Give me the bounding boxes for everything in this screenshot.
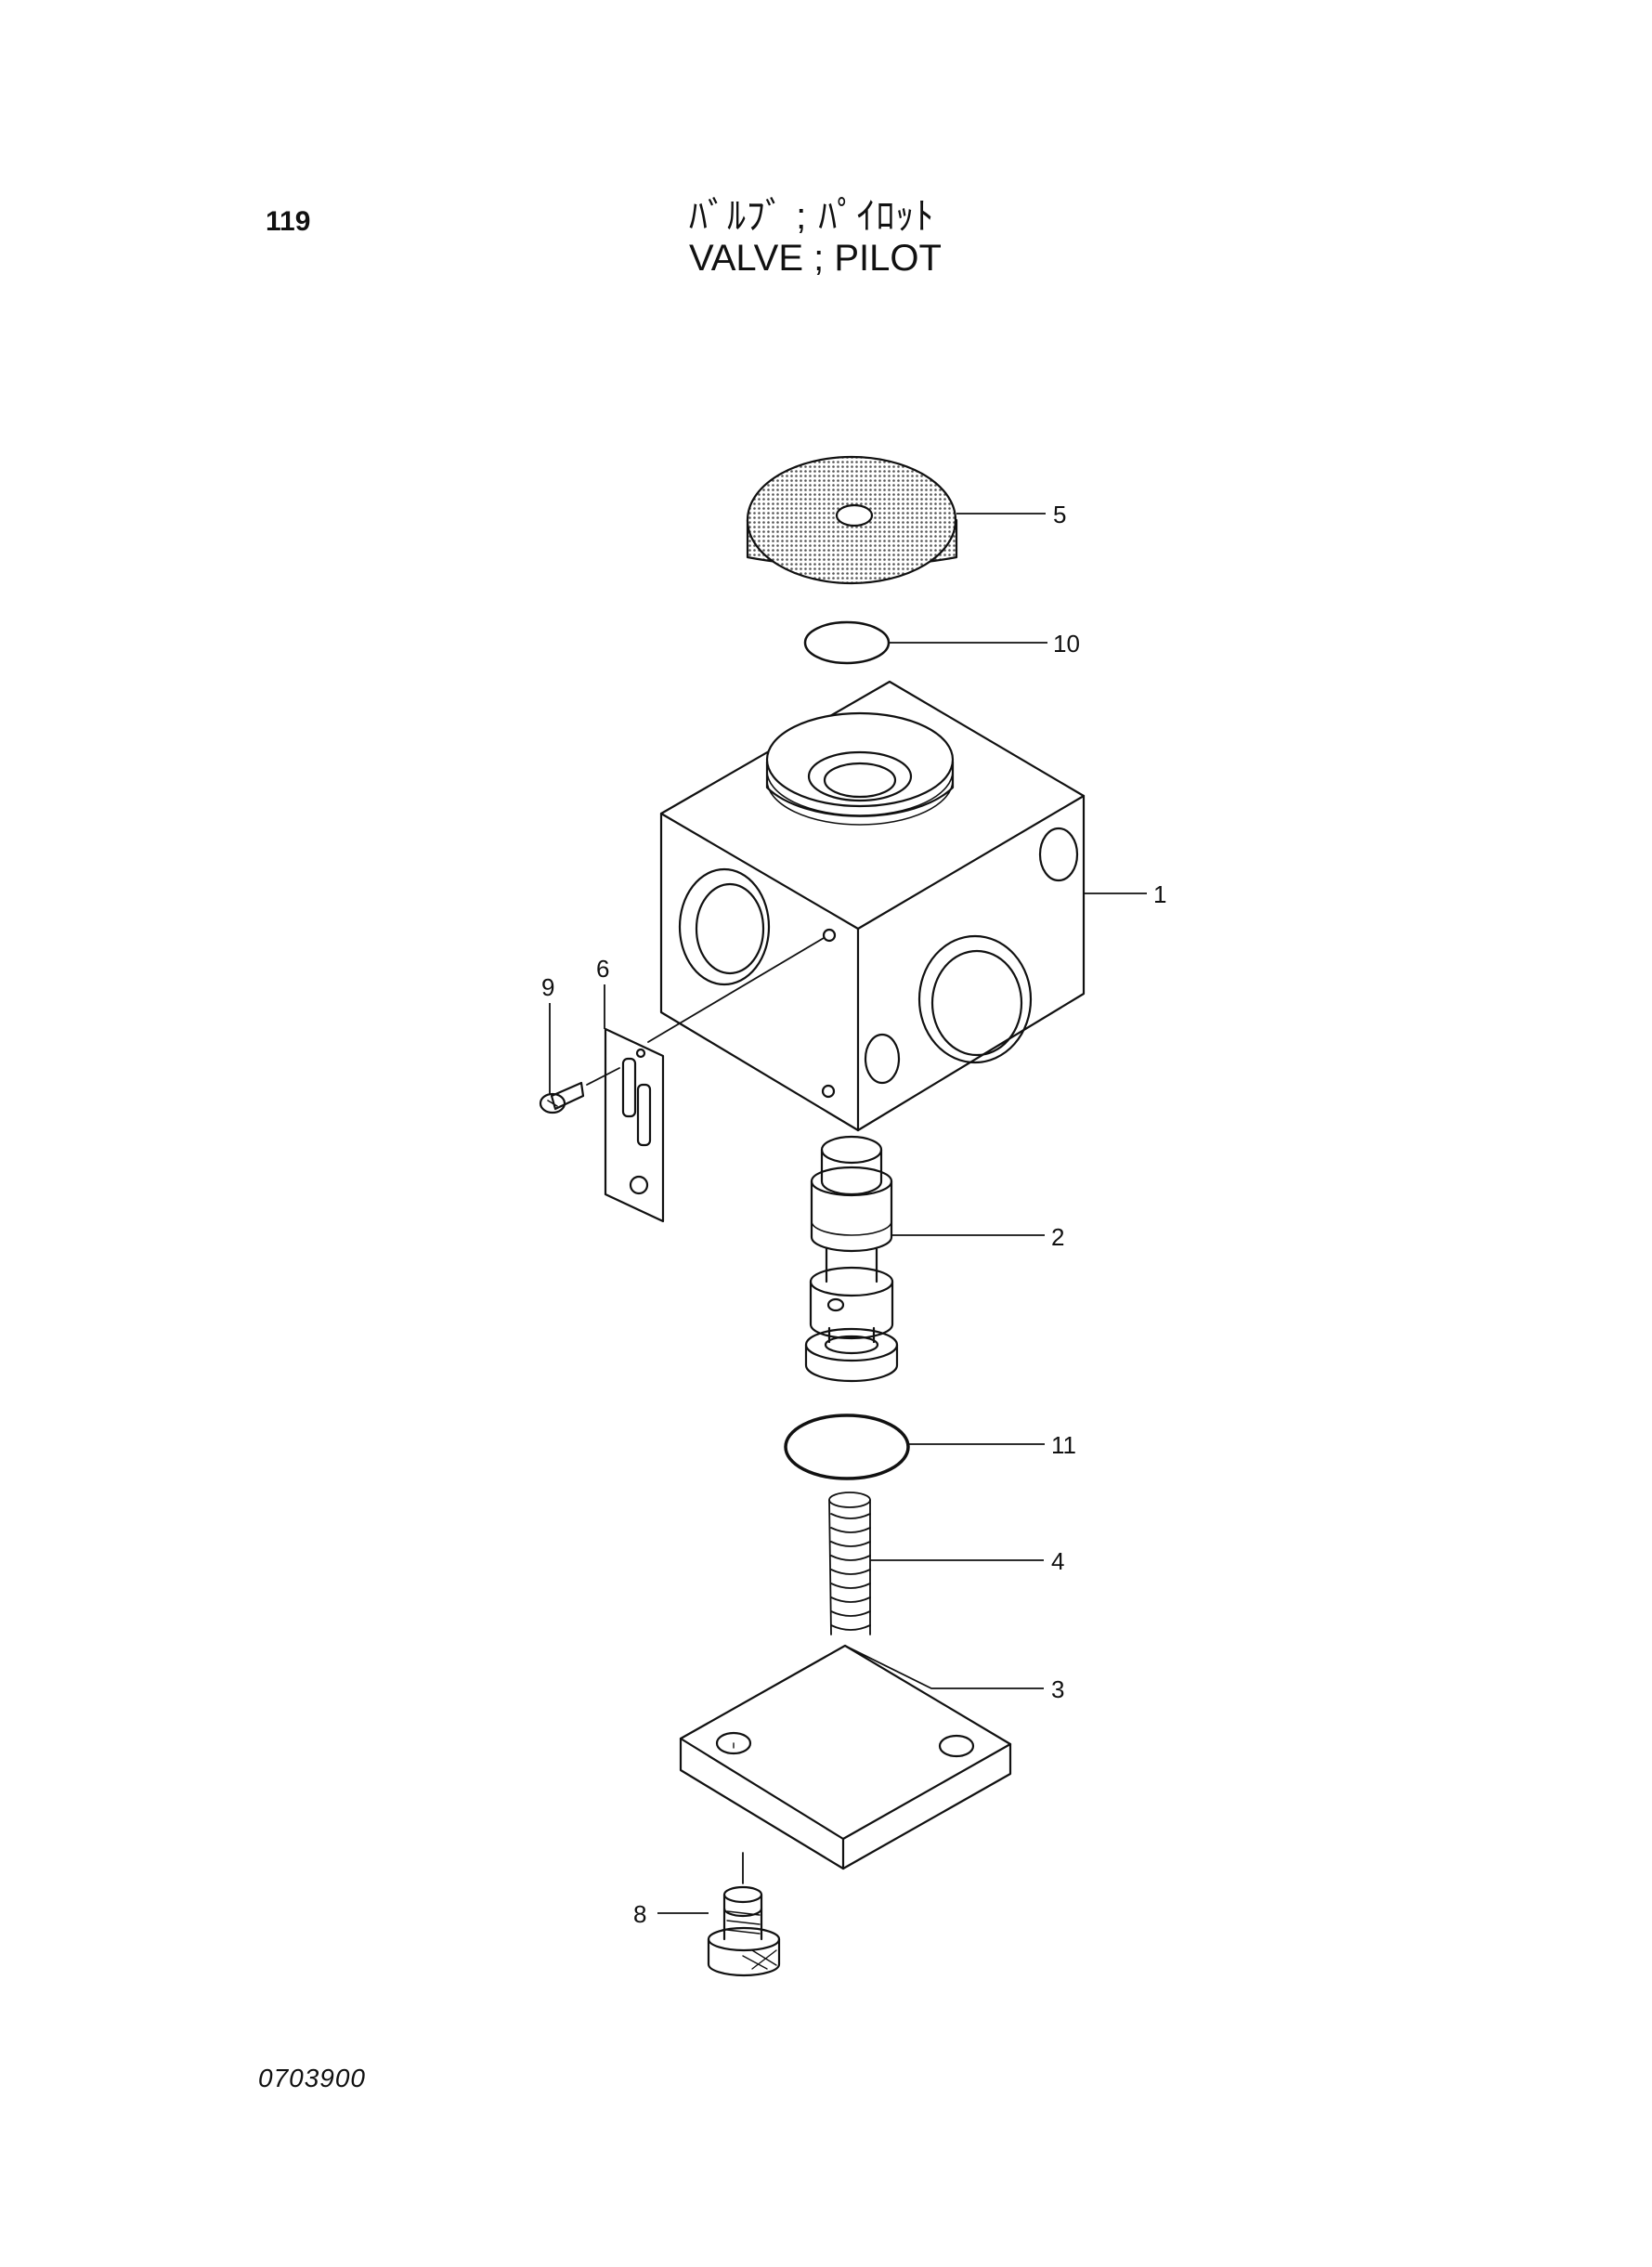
drawing-number: 0703900 [258,2064,367,2092]
assembly-line-cover [647,937,825,1043]
part-8-bolt [707,1885,781,1977]
part-10-o-ring [803,620,891,665]
callout-3: 3 [1051,1675,1064,1703]
title-japanese: ﾊﾞﾙﾌﾞ ; ﾊﾟｲﾛｯﾄ [689,196,935,237]
part-2-spool [804,1135,899,1383]
part-11-o-ring [784,1414,910,1480]
callout-6: 6 [596,955,609,983]
title-english: VALVE ; PILOT [689,238,942,279]
part-3-bottom-plate [679,1644,1012,1870]
callout-8: 8 [633,1900,646,1928]
part-9-screw [539,1081,585,1114]
callout-4: 4 [1051,1547,1064,1575]
callout-1: 1 [1153,880,1166,908]
part-1-valve-body [659,680,1086,1132]
leader-lines [549,513,1147,1914]
callout-2: 2 [1051,1223,1064,1251]
assembly-line-screw [586,1067,620,1086]
callout-5: 5 [1053,501,1066,528]
callout-10: 10 [1053,630,1080,658]
part-6-cover-plate [604,1027,665,1223]
part-5-cap [746,455,958,585]
page-number: 119 [266,206,311,237]
part-4-spring [828,1492,871,1635]
callout-11: 11 [1051,1431,1076,1459]
callout-9: 9 [541,973,554,1001]
